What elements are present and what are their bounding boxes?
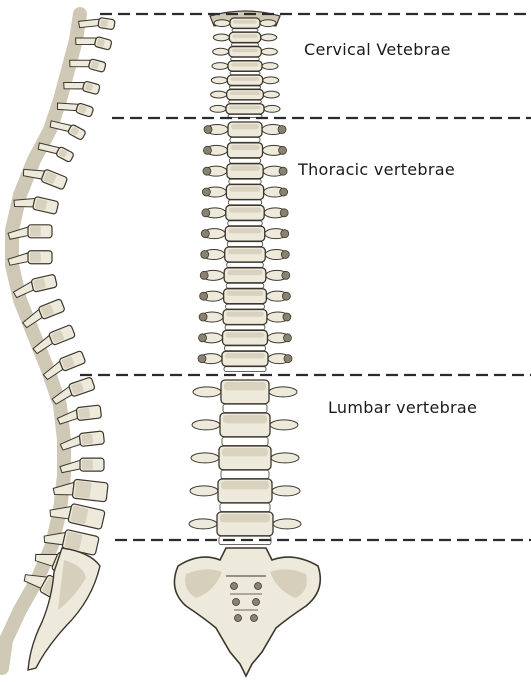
sacral-foramen	[252, 598, 260, 606]
side-vertebra-thoracic	[13, 196, 59, 215]
front-vertebra-lumbar	[190, 445, 300, 479]
side-view-spine	[0, 7, 116, 675]
front-vertebra-thoracic	[199, 267, 291, 289]
side-vertebra-lumbar	[43, 529, 100, 556]
side-sacrum-shade	[58, 560, 86, 610]
front-vertebra-cervical	[210, 74, 280, 90]
side-vertebra-thoracic	[7, 224, 53, 240]
front-vertebra-cervical	[209, 103, 281, 118]
front-vertebra-thoracic	[203, 121, 287, 143]
side-vertebra-lumbar	[49, 503, 106, 530]
front-vertebra-lumbar	[192, 379, 298, 413]
front-vertebra-lumbar	[191, 412, 299, 446]
front-vertebra-cervical	[213, 17, 277, 33]
left-ala-shade	[185, 569, 222, 598]
sacral-foramen	[234, 614, 242, 622]
side-vertebra-thoracic	[42, 350, 86, 381]
sacral-foramen	[254, 582, 262, 590]
front-view-spine	[188, 10, 302, 545]
front-vertebra-thoracic	[200, 246, 290, 268]
side-vertebra-thoracic	[32, 324, 76, 355]
side-vertebra-cervical	[56, 102, 94, 118]
front-vertebra-cervical	[212, 45, 278, 61]
side-vertebra-thoracic	[7, 250, 53, 266]
front-vertebra-thoracic	[198, 329, 292, 352]
front-vertebra-cervical	[210, 88, 280, 104]
side-vertebra-cervical	[75, 36, 113, 51]
side-vertebra-cervical	[37, 142, 74, 163]
front-vertebra-thoracic	[202, 163, 288, 185]
label-thoracic: Thoracic vertebrae	[298, 160, 456, 179]
side-vertebra-lumbar	[52, 478, 109, 503]
front-sacrum-pelvis	[173, 547, 322, 678]
label-cervical: Cervical Vetebrae	[304, 40, 451, 59]
region-dividers	[80, 12, 531, 542]
front-vertebra-thoracic	[201, 204, 289, 227]
side-vertebra-thoracic	[59, 430, 105, 451]
side-posterior-shadow	[0, 7, 87, 675]
front-vertebra-thoracic	[197, 350, 293, 372]
front-vertebra-lumbar	[189, 478, 301, 512]
front-vertebra-thoracic	[198, 308, 292, 331]
sacrum-body	[173, 547, 322, 678]
front-vertebra-cervical	[212, 31, 278, 47]
sacral-foramen	[250, 614, 258, 622]
side-vertebra-cervical	[63, 80, 101, 95]
side-vertebra-cervical	[49, 120, 86, 140]
side-vertebra-thoracic	[22, 168, 68, 190]
sacral-foramen	[230, 582, 238, 590]
front-vertebra-thoracic	[200, 225, 290, 247]
front-vertebra-cervical	[211, 60, 279, 76]
side-vertebra-thoracic	[56, 404, 102, 425]
front-vertebra-thoracic	[203, 142, 287, 164]
sacral-foramen	[232, 598, 240, 606]
label-lumbar: Lumbar vertebrae	[328, 398, 478, 417]
front-vertebra-thoracic	[201, 183, 289, 206]
front-vertebra-thoracic	[199, 288, 291, 310]
front-vertebra-lumbar	[188, 511, 302, 545]
right-ala-shade	[270, 569, 307, 598]
side-vertebra-cervical	[69, 58, 107, 73]
side-vertebra-thoracic	[21, 298, 65, 329]
side-vertebra-cervical	[77, 17, 116, 30]
side-vertebra-thoracic	[51, 377, 96, 405]
side-vertebra-thoracic	[12, 274, 58, 299]
side-vertebra-thoracic	[59, 457, 105, 474]
